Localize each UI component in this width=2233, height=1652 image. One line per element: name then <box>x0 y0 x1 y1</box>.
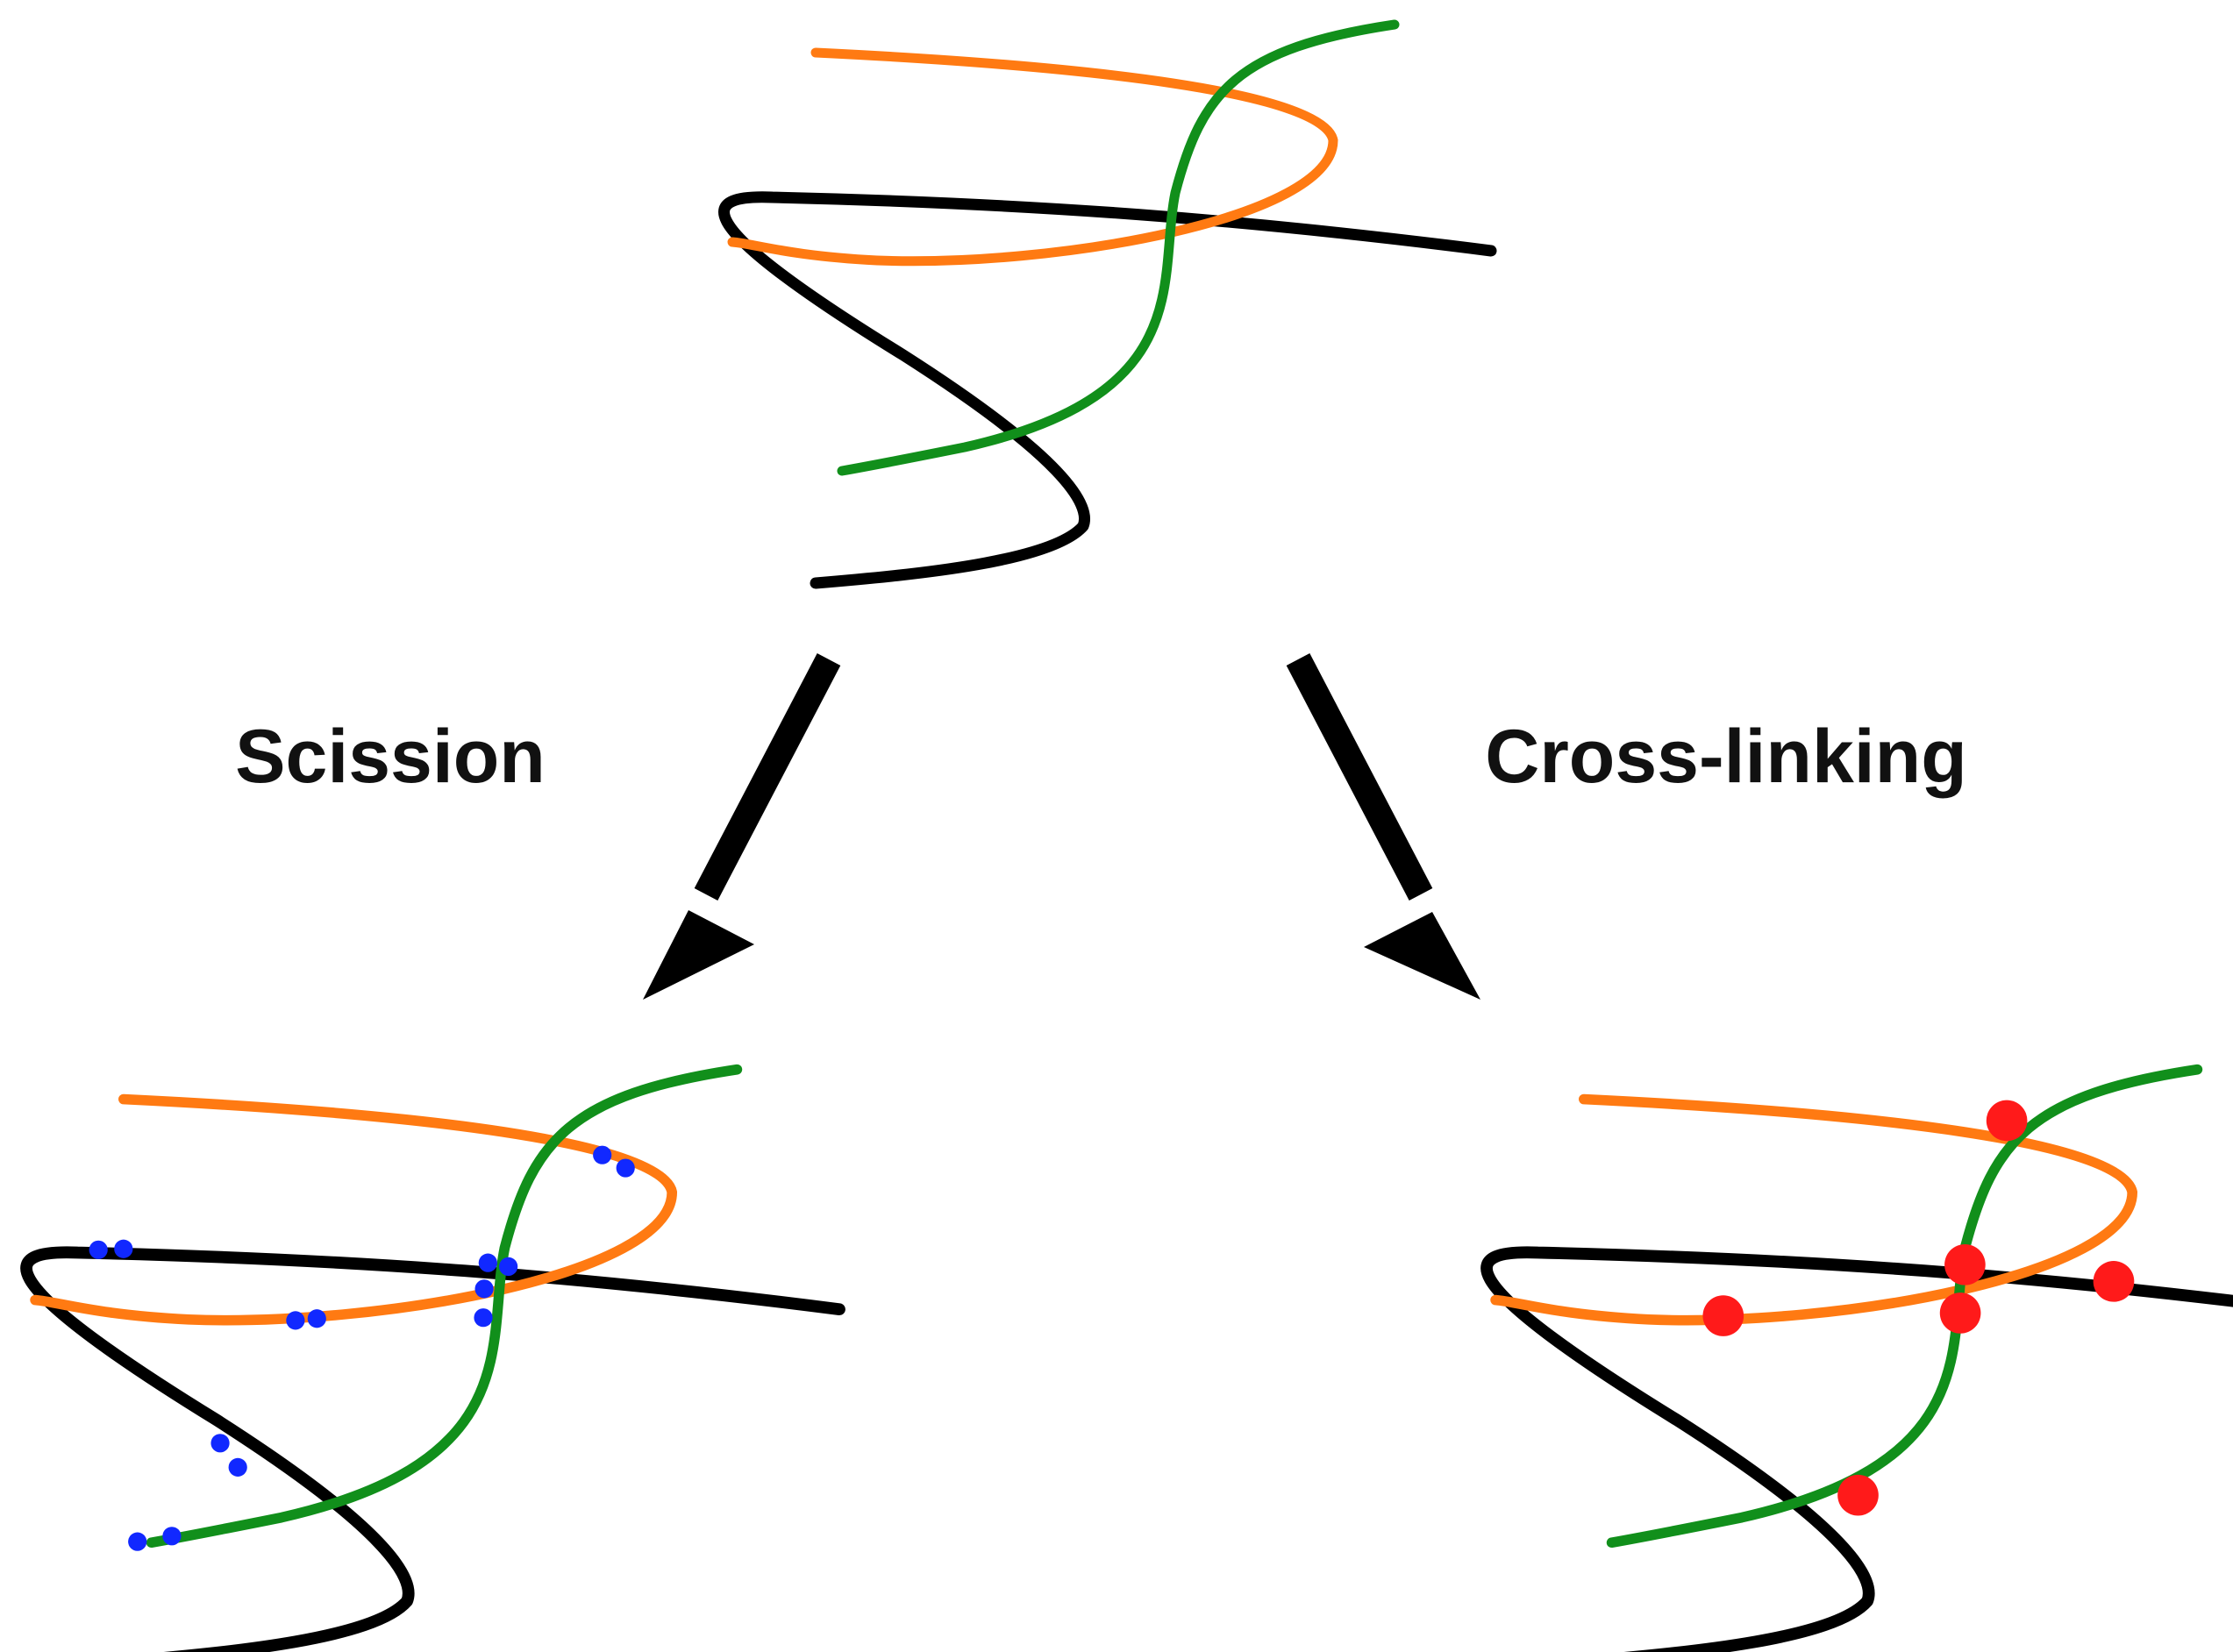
scission-point <box>89 1240 108 1259</box>
scission-point <box>499 1257 518 1276</box>
scission-point <box>474 1308 493 1328</box>
scission-point <box>616 1158 635 1178</box>
scission-point <box>593 1145 612 1164</box>
scission-point <box>228 1457 247 1477</box>
panel-initial-chains <box>724 25 1491 583</box>
scission-point <box>474 1279 494 1299</box>
crosslink-point <box>1837 1474 1879 1516</box>
scission-point <box>162 1527 182 1546</box>
crosslink-point <box>1702 1295 1744 1336</box>
scission-point <box>114 1239 133 1258</box>
scission-label: Scission <box>235 715 546 799</box>
crosslink-point <box>2093 1261 2135 1302</box>
scission-markers <box>89 1145 635 1551</box>
scission-arrow <box>643 653 841 1000</box>
scission-point <box>128 1532 147 1551</box>
crosslinking-arrow <box>1286 653 1480 1000</box>
crosslinking-label: Cross-linking <box>1485 715 1967 799</box>
scission-point <box>478 1253 497 1272</box>
crosslink-point <box>1944 1243 1986 1285</box>
scission-point <box>210 1434 230 1453</box>
crosslink-point <box>1986 1100 2028 1142</box>
scission-point <box>286 1311 305 1330</box>
panel-scission <box>26 1070 839 1652</box>
crosslink-markers <box>1702 1100 2135 1516</box>
panel-crosslinking <box>1487 1070 2233 1652</box>
scission-point <box>307 1309 326 1328</box>
crosslink-point <box>1939 1292 1981 1334</box>
